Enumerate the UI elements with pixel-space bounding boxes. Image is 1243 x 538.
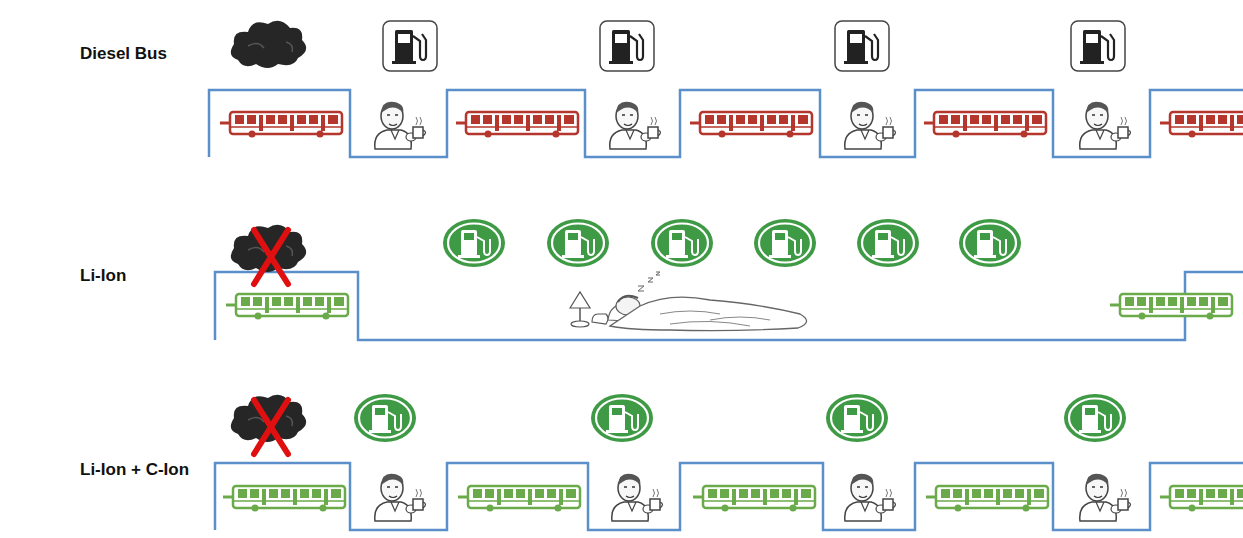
driver-break-icon bbox=[845, 102, 896, 149]
charger-icon bbox=[443, 219, 505, 267]
duty-cycle-line bbox=[215, 272, 1243, 340]
crossed-out-mark bbox=[254, 400, 288, 454]
driver-break-icon bbox=[1080, 474, 1131, 521]
diesel-bus-icon bbox=[456, 112, 578, 138]
charger-icon bbox=[754, 219, 816, 267]
row-label: Li-Ion + C-Ion bbox=[80, 460, 189, 480]
charger-icon bbox=[1064, 394, 1126, 442]
diesel-bus-icon bbox=[1160, 112, 1243, 138]
driver-break-icon bbox=[612, 474, 663, 521]
charger-icon bbox=[354, 394, 416, 442]
crossed-out-mark bbox=[254, 230, 288, 284]
driver-break-icon bbox=[610, 102, 661, 149]
electric-bus-icon bbox=[1160, 486, 1243, 512]
electric-bus-icon bbox=[223, 486, 345, 512]
fuel-pump-icon bbox=[835, 21, 889, 71]
electric-bus-icon bbox=[226, 294, 348, 320]
duty-cycle-line bbox=[209, 90, 1243, 157]
fuel-pump-icon bbox=[1071, 21, 1125, 71]
driver-break-icon bbox=[375, 102, 426, 149]
charger-icon bbox=[591, 394, 653, 442]
charger-icon bbox=[959, 219, 1021, 267]
exhaust-cloud bbox=[231, 21, 306, 68]
electric-bus-icon bbox=[1110, 294, 1232, 320]
electric-bus-icon bbox=[926, 486, 1048, 512]
sleeping-driver-icon bbox=[570, 272, 807, 331]
charger-icon bbox=[651, 219, 713, 267]
driver-break-icon bbox=[845, 474, 896, 521]
diesel-bus-icon bbox=[220, 112, 342, 138]
duty-cycle-line bbox=[215, 463, 1243, 530]
driver-break-icon bbox=[375, 474, 426, 521]
row-label: Diesel Bus bbox=[80, 44, 167, 64]
electric-bus-icon bbox=[458, 486, 580, 512]
charger-icon bbox=[547, 219, 609, 267]
diesel-bus-icon bbox=[690, 112, 812, 138]
row-label: Li-Ion bbox=[80, 266, 126, 286]
charger-icon bbox=[857, 219, 919, 267]
fuel-pump-icon bbox=[600, 21, 654, 71]
charger-icon bbox=[826, 394, 888, 442]
electric-bus-icon bbox=[693, 486, 815, 512]
driver-break-icon bbox=[1080, 102, 1131, 149]
fuel-pump-icon bbox=[383, 21, 437, 71]
diesel-bus-icon bbox=[924, 112, 1046, 138]
